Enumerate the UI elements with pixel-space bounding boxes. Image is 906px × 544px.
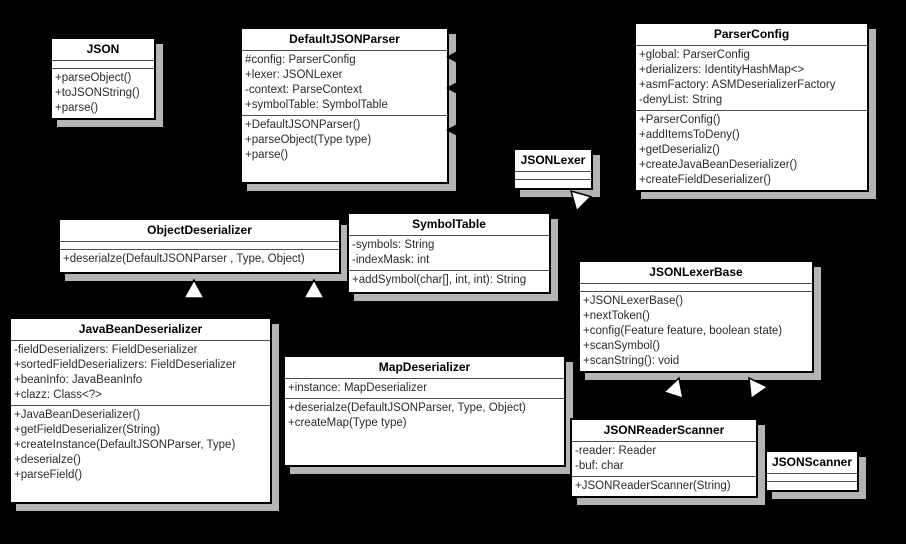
uml-class-mapdeserializer[interactable]: MapDeserializer +instance: MapDeserializ… (283, 355, 566, 467)
attributes-section (515, 172, 591, 180)
member-row: +JSONLexerBase() (583, 295, 684, 307)
uml-class-jsonscanner[interactable]: JSONScanner (765, 450, 859, 492)
methods-section: +JavaBeanDeserializer() +getFieldDeserial… (11, 406, 270, 502)
member-row: +DefaultJSONParser() (245, 119, 361, 131)
generalization-mapdeserializer-to-objectdeserializer-icon (302, 278, 326, 299)
uml-class-parserconfig[interactable]: ParserConfig +global: ParserConfig +deria… (634, 22, 869, 192)
member-row: -context: ParseContext (245, 84, 362, 96)
member-row: +createFieldDeserializer() (639, 174, 771, 186)
member-row: +instance: MapDeserializer (288, 382, 428, 394)
member-row: +deserialze(DefaultJSONParser, Type, Obj… (288, 402, 526, 414)
member-row: +clazz: Class<?> (14, 389, 102, 401)
member-row: +scanSymbol() (583, 340, 661, 352)
class-name: JavaBeanDeserializer (11, 319, 270, 341)
member-row: +createJavaBeanDeserializer() (639, 159, 798, 171)
member-row: +getFieldDeserializer(String) (14, 424, 161, 436)
member-row: +deserialze() (14, 454, 81, 466)
member-row: +asmFactory: ASMDeserializerFactory (639, 79, 836, 91)
member-row: +parse() (245, 149, 289, 161)
generalization-jsonreaderscanner-to-jsonlexerbase-icon (662, 376, 684, 400)
member-row: +toJSONString() (55, 87, 140, 99)
uml-class-objectdeserializer[interactable]: ObjectDeserializer +deserialze(DefaultJS… (58, 218, 341, 274)
uml-class-defaultjsonparser[interactable]: DefaultJSONParser #config: ParserConfig +… (240, 27, 449, 184)
member-row: -buf: char (575, 460, 624, 472)
class-name: JSONLexer (515, 150, 591, 172)
class-name: JSONReaderScanner (572, 420, 756, 442)
methods-section: +JSONReaderScanner(String) (572, 477, 756, 496)
member-row: +addItemsToDeny() (639, 129, 740, 141)
member-row: -indexMask: int (352, 254, 430, 266)
class-name: JSONScanner (767, 452, 857, 474)
member-row: -fieldDeserializers: FieldDeserializer (14, 344, 198, 356)
member-row: +JSONReaderScanner(String) (575, 480, 731, 492)
methods-section: +ParserConfig() +addItemsToDeny() +getDese… (636, 111, 867, 190)
attributes-section: #config: ParserConfig +lexer: JSONLexer -c… (242, 51, 447, 116)
member-row: +parse() (55, 102, 99, 114)
member-row: +ParserConfig() (639, 114, 721, 126)
member-row: +scanString(): void (583, 355, 680, 367)
attributes-section: +instance: MapDeserializer (285, 379, 564, 399)
methods-section (515, 180, 591, 188)
uml-class-json[interactable]: JSON +parseObject()+toJSONString()+parse… (50, 37, 156, 120)
methods-section: +deserialze(DefaultJSONParser , Type, Ob… (60, 250, 339, 272)
methods-section: +addSymbol(char[], int, int): String (349, 271, 549, 292)
methods-section: +parseObject() +toJSONString() +parse() (52, 69, 154, 118)
attributes-section: +global: ParserConfig +derializers: Ident… (636, 46, 867, 111)
attributes-section (580, 284, 812, 292)
generalization-javabeandeserializer-to-objectdeserializer-icon (182, 278, 206, 299)
member-row: +addSymbol(char[], int, int): String (352, 274, 527, 286)
member-row: +parseField() (14, 469, 83, 481)
member-row: +global: ParserConfig (639, 49, 750, 61)
member-row: -reader: Reader (575, 445, 657, 457)
member-row: +parseObject(Type type) (245, 134, 372, 146)
class-name: JSON (52, 39, 154, 61)
member-row: -denyList: String (639, 94, 723, 106)
member-row: +createInstance(DefaultJSONParser, Type) (14, 439, 236, 451)
member-row: +deserialze(DefaultJSONParser , Type, Ob… (63, 253, 305, 265)
member-row: +createMap(Type type) (288, 417, 407, 429)
uml-class-symboltable[interactable]: SymbolTable -symbols: String -indexMask: … (347, 212, 551, 294)
attributes-section: -symbols: String -indexMask: int (349, 236, 549, 271)
uml-class-jsonlexerbase[interactable]: JSONLexerBase +JSONLexerBase() +nextToken… (578, 260, 814, 373)
member-row: +parseObject() (55, 72, 132, 84)
member-row: +JavaBeanDeserializer() (14, 409, 141, 421)
attributes-section: -fieldDeserializers: FieldDeserializer +s… (11, 341, 270, 406)
class-name: MapDeserializer (285, 357, 564, 379)
member-row: +config(Feature feature, boolean state) (583, 325, 783, 337)
member-row: +beanInfo: JavaBeanInfo (14, 374, 143, 386)
class-name: ObjectDeserializer (60, 220, 339, 242)
class-name: ParserConfig (636, 24, 867, 46)
methods-section: +deserialze(DefaultJSONParser, Type, Obj… (285, 399, 564, 465)
member-row: +nextToken() (583, 310, 650, 322)
uml-class-javabeandeserializer[interactable]: JavaBeanDeserializer -fieldDeserializers… (9, 317, 272, 504)
attributes-section (60, 242, 339, 250)
class-name: SymbolTable (349, 214, 549, 236)
member-row: +lexer: JSONLexer (245, 69, 343, 81)
uml-class-jsonreaderscanner[interactable]: JSONReaderScanner -reader: Reader -buf: c… (570, 418, 758, 498)
attributes-section: -reader: Reader -buf: char (572, 442, 756, 477)
member-row: +sortedFieldDeserializers: FieldDeserial… (14, 359, 237, 371)
class-name: DefaultJSONParser (242, 29, 447, 51)
member-row: #config: ParserConfig (245, 54, 356, 66)
attributes-section (52, 61, 154, 69)
member-row: -symbols: String (352, 239, 435, 251)
member-row: +symbolTable: SymbolTable (245, 99, 388, 111)
generalization-jsonscanner-to-jsonlexerbase-icon (748, 376, 769, 400)
member-row: +derializers: IdentityHashMap<> (639, 64, 805, 76)
attributes-section (767, 474, 857, 482)
member-row: +getDeserializ() (639, 144, 720, 156)
methods-section: +DefaultJSONParser() +parseObject(Type ty… (242, 116, 447, 182)
methods-section: +JSONLexerBase() +nextToken() +config(Feat… (580, 292, 812, 371)
class-name: JSONLexerBase (580, 262, 812, 284)
methods-section (767, 482, 857, 490)
uml-class-jsonlexer[interactable]: JSONLexer (513, 148, 593, 190)
